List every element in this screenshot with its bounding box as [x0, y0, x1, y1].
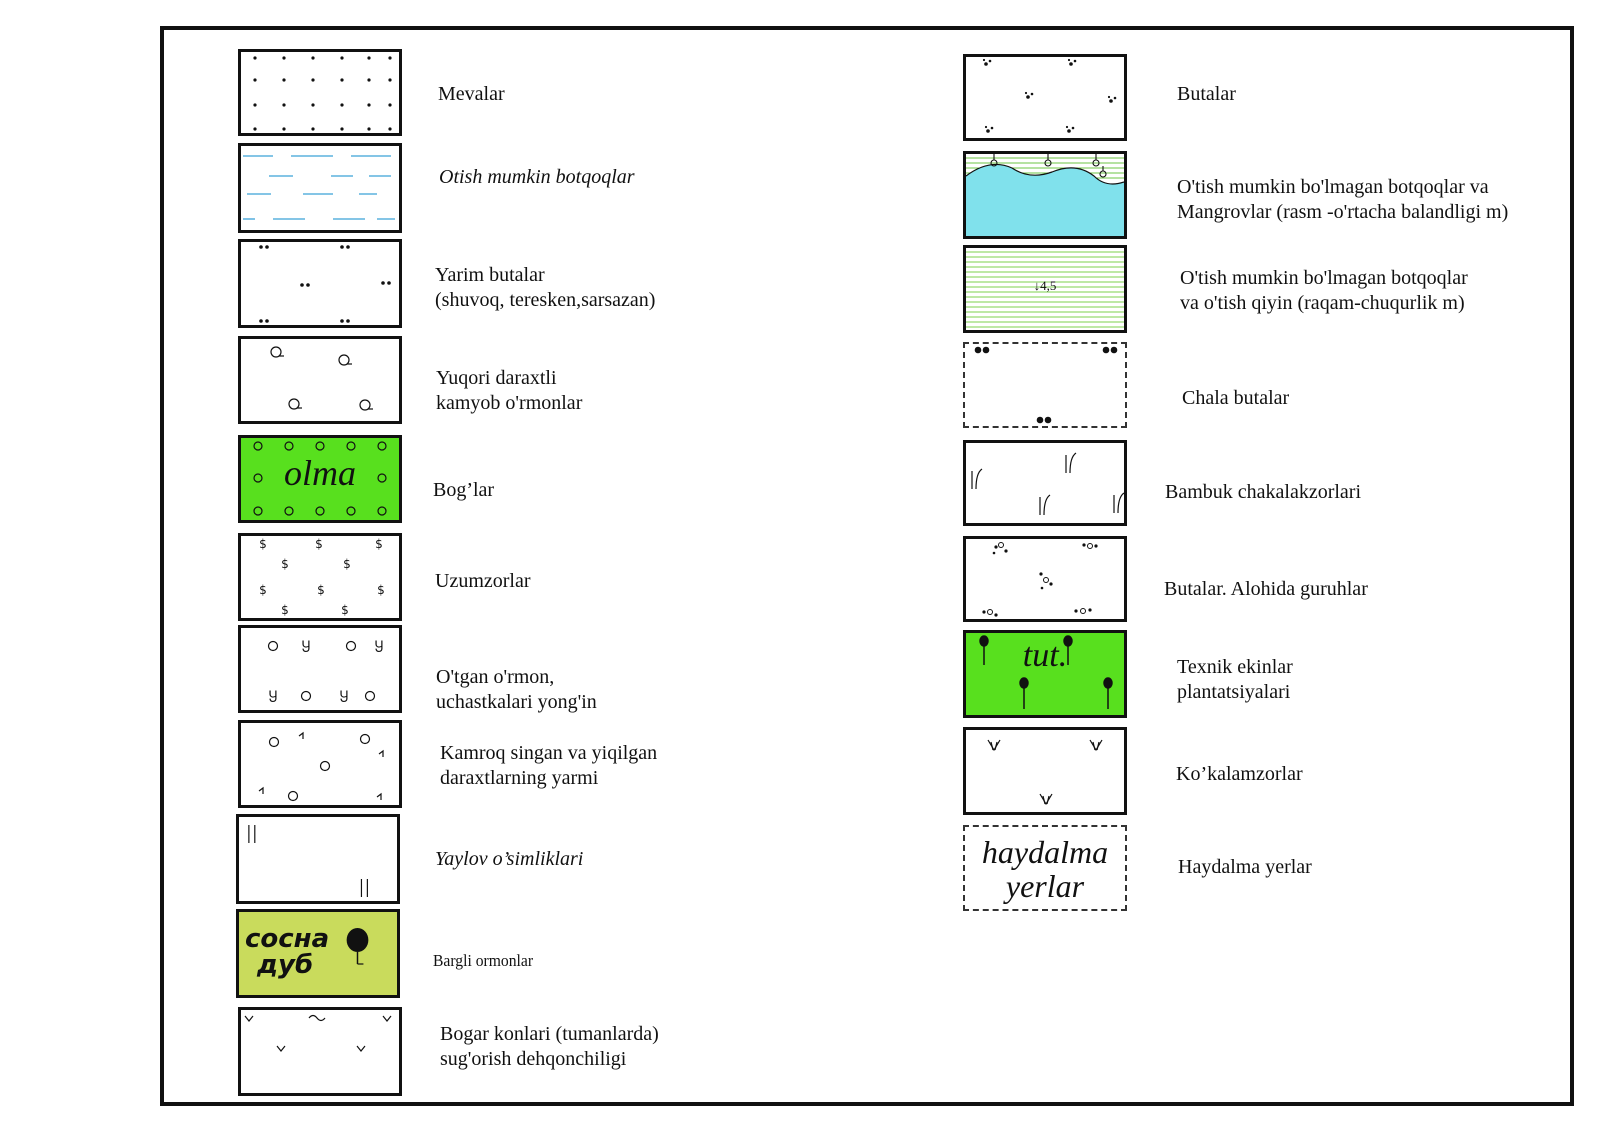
- svg-text:$: $: [343, 557, 351, 571]
- passable-swamp-symbol: [238, 143, 402, 233]
- broken-trees-pattern: [258, 731, 384, 802]
- vineyard-glyph-pattern: $ $ $ $ $ $ $ $ $ $: [259, 537, 385, 617]
- sparse-shrubs-label: Chala butalar: [1182, 387, 1290, 409]
- semi-shrubs-symbol: [238, 239, 402, 328]
- green-areas-pattern: [987, 739, 1103, 806]
- broken-trees-label: Kamroq singan va yiqilgan daraxtlarning …: [440, 742, 658, 789]
- svg-text:$: $: [259, 537, 267, 551]
- svg-text:$: $: [375, 537, 383, 551]
- svg-text:$: $: [315, 537, 323, 551]
- sparse-tall-forest-symbol: [238, 336, 402, 424]
- sparse-shrubs-symbol: [963, 342, 1127, 428]
- bamboo-thickets-symbol: [963, 440, 1127, 526]
- broken-trees-symbol: [238, 720, 402, 808]
- vineyards-label: Uzumzorlar: [435, 570, 531, 592]
- orchard-label: Mevalar: [438, 83, 505, 105]
- deciduous-forest-symbol: сосна дуб: [236, 909, 400, 998]
- svg-text:$: $: [281, 603, 289, 617]
- dry-farming-symbol: [238, 1007, 402, 1096]
- loop-tree-pattern: [270, 346, 373, 411]
- garden-symbol-text: olma: [284, 453, 356, 493]
- shrub-groups-pattern: [982, 542, 1098, 617]
- svg-text:$: $: [317, 583, 325, 597]
- plantation-symbol-text: tut.: [1022, 637, 1068, 674]
- shrubs-label: Butalar: [1177, 83, 1236, 105]
- dry-farming-label: Bogar konlari (tumanlarda) sug'orish deh…: [440, 1023, 659, 1070]
- forest-symbol-text-2: дуб: [257, 950, 314, 980]
- deciduous-forest-label: Bargli ormonlar: [433, 951, 534, 970]
- shrub-groups-label: Butalar. Alohida guruhlar: [1164, 578, 1368, 600]
- arable-symbol-text-2: yerlar: [1005, 868, 1085, 904]
- pasture-lines-pattern: [248, 825, 368, 897]
- semi-shrubs-label: Yarim butalar (shuvoq, teresken,sarsazan…: [435, 264, 656, 311]
- svg-text:$: $: [281, 557, 289, 571]
- svg-text:$: $: [259, 583, 267, 597]
- industrial-crops-label: Texnik ekinlar plantatsiyalari: [1177, 656, 1293, 703]
- shrub-groups-symbol: [963, 536, 1127, 622]
- industrial-crops-symbol: tut.: [963, 630, 1127, 718]
- legend-frame: [160, 26, 1574, 1106]
- green-areas-label: Ko’kalamzorlar: [1176, 763, 1303, 785]
- burnt-forest-label: O'tgan o'rmon, uchastkalari yong'in: [436, 666, 597, 713]
- orchard-symbol: [238, 49, 402, 136]
- passable-swamp-label: Otish mumkin botqoqlar: [439, 166, 635, 188]
- arable-land-label: Haydalma yerlar: [1178, 856, 1312, 878]
- plantation-trees-pattern: [979, 635, 1113, 709]
- arable-symbol-text-1: haydalma: [981, 834, 1109, 870]
- svg-text:Ⴘ: Ⴘ: [340, 690, 349, 706]
- pasture-plants-symbol: [236, 814, 400, 904]
- burnt-forest-pattern: Ⴘ Ⴘ Ⴘ Ⴘ: [267, 640, 384, 706]
- shrubs-symbol: [963, 54, 1127, 141]
- shrub-dots-pattern: [982, 58, 1117, 133]
- impassable-swamp-depth-symbol: ↓4,5: [963, 245, 1127, 333]
- forest-symbol-text-1: сосна: [245, 924, 330, 954]
- svg-text:Ⴘ: Ⴘ: [269, 690, 278, 706]
- svg-text:Ⴘ: Ⴘ: [302, 640, 311, 656]
- gardens-symbol: olma: [238, 435, 402, 523]
- garden-circles-pattern: [253, 441, 387, 516]
- pasture-plants-label: Yaylov o’simliklari: [435, 848, 584, 870]
- sparse-shrub-dots: [974, 346, 1118, 424]
- svg-text:$: $: [377, 583, 385, 597]
- swamp-depth-text: ↓4,5: [1033, 278, 1057, 293]
- vineyards-symbol: $ $ $ $ $ $ $ $ $ $: [238, 533, 402, 621]
- swamp-hatch-pattern: [966, 251, 1124, 328]
- burnt-forest-symbol: Ⴘ Ⴘ Ⴘ Ⴘ: [238, 625, 402, 713]
- sparse-tall-forest-label: Yuqori daraxtli kamyob o'rmonlar: [436, 367, 583, 414]
- green-areas-symbol: [963, 727, 1127, 815]
- bamboo-thickets-label: Bambuk chakalakzorlari: [1165, 481, 1362, 503]
- impassable-swamp-mangrove-symbol: [963, 151, 1127, 239]
- swamp-dash-pattern: [243, 155, 395, 220]
- svg-text:Ⴘ: Ⴘ: [375, 640, 384, 656]
- svg-text:$: $: [341, 603, 349, 617]
- impassable-swamp-depth-label: O'tish mumkin bo'lmagan botqoqlar va o't…: [1180, 267, 1468, 314]
- paired-dots-pattern: [259, 245, 391, 323]
- bamboo-pattern: [971, 452, 1124, 516]
- impassable-swamp-mangrove-label: O'tish mumkin bo'lmagan botqoqlar va Man…: [1177, 176, 1509, 223]
- mangrove-pattern: [966, 154, 1124, 236]
- gardens-label: Bog’lar: [433, 479, 495, 501]
- deciduous-tree-icon: [346, 928, 369, 965]
- dry-farming-pattern: [244, 1014, 392, 1052]
- arable-land-symbol: haydalma yerlar: [963, 825, 1127, 911]
- orchard-dots-pattern: [253, 56, 392, 131]
